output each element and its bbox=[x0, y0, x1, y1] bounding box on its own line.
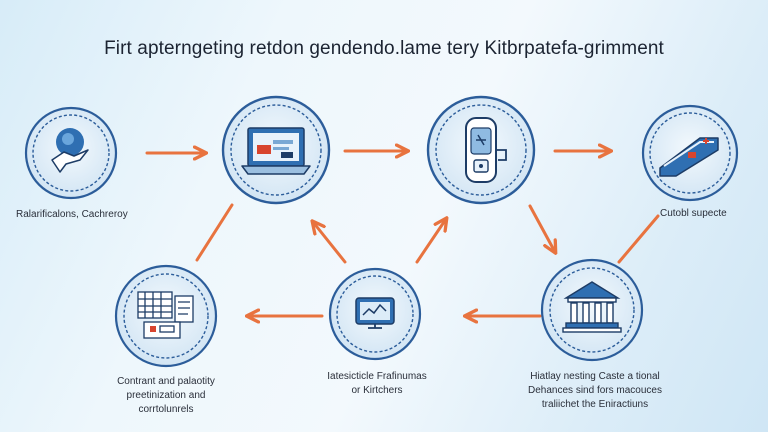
node-n1-label: Ralarificalons, Cachreroy bbox=[16, 209, 128, 220]
node-n2 bbox=[221, 95, 331, 205]
calendar-devices-icon bbox=[137, 291, 194, 339]
arrow-n3-n7 bbox=[528, 204, 555, 252]
arrow-n4-n7 bbox=[617, 214, 660, 264]
arrow-n6-n2 bbox=[313, 222, 347, 264]
node-n6-label: Iatesicticle Frafinumas or Kirtchers bbox=[327, 371, 427, 396]
bank-building-icon bbox=[562, 281, 622, 333]
node-n4 bbox=[641, 104, 739, 202]
arrow-n2-n5 bbox=[195, 203, 234, 262]
node-n6 bbox=[328, 267, 422, 361]
arrow-n6-n3 bbox=[415, 219, 446, 264]
node-n7-label: Hiatlay nesting Caste a tional Dehances … bbox=[528, 371, 662, 410]
device-lock-icon bbox=[465, 117, 507, 183]
node-n5-label: Contrant and palaotity preetinization an… bbox=[117, 376, 215, 415]
node-n1 bbox=[24, 106, 118, 200]
card-ramp-icon bbox=[659, 137, 719, 177]
node-n3 bbox=[426, 95, 536, 205]
node-n7 bbox=[540, 258, 644, 362]
node-n4-label: Cutobl supecte bbox=[660, 208, 727, 219]
laptop-screen-icon bbox=[241, 127, 311, 175]
arrows bbox=[145, 151, 660, 316]
monitor-chart-icon bbox=[355, 297, 395, 329]
diagram-title: Firt apterngeting retdon gendendo.lame t… bbox=[104, 38, 664, 59]
node-n5 bbox=[114, 264, 218, 368]
hand-coin-icon bbox=[51, 128, 89, 173]
